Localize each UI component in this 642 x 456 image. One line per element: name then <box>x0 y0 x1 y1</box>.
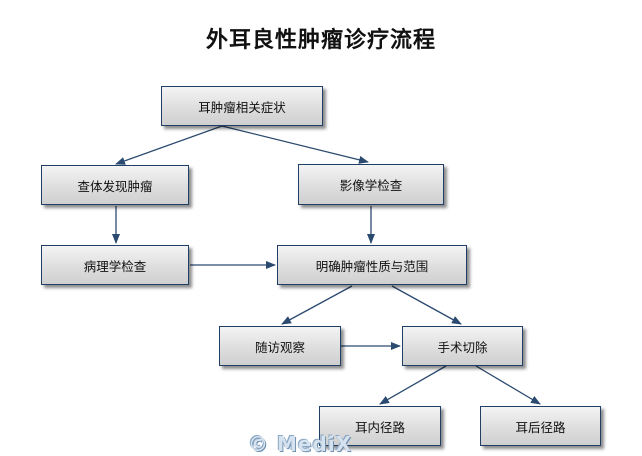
node-internal-approach-label: 耳内径路 <box>354 419 405 435</box>
node-posterior-approach: 耳后径路 <box>480 406 601 446</box>
node-pathology-label: 病理学检查 <box>83 258 147 274</box>
node-physical-exam: 查体发现肿瘤 <box>41 165 189 205</box>
node-imaging-label: 影像学检查 <box>339 178 403 193</box>
node-imaging: 影像学检查 <box>298 164 444 205</box>
node-physical-exam-label: 查体发现肿瘤 <box>77 178 153 194</box>
node-symptoms-label: 耳肿瘤相关症状 <box>198 99 286 115</box>
edge-symptoms-to-imaging <box>221 125 369 164</box>
edge-surgery-to-internal-approach <box>379 365 447 405</box>
node-surgery: 手术切除 <box>402 326 523 366</box>
node-internal-approach: 耳内径路 <box>319 406 441 446</box>
watermark-text: © MediX <box>248 432 353 456</box>
node-pathology: 病理学检查 <box>41 245 189 285</box>
edge-symptoms-to-physical-exam <box>115 125 223 165</box>
node-symptoms: 耳肿瘤相关症状 <box>161 86 323 126</box>
node-define-nature-label: 明确肿瘤性质与范围 <box>315 258 429 274</box>
edge-define-nature-to-follow-up <box>281 285 353 325</box>
node-follow-up-label: 随访观察 <box>254 339 305 355</box>
node-surgery-label: 手术切除 <box>437 339 488 355</box>
node-follow-up: 随访观察 <box>219 326 341 366</box>
diagram-title: 外耳良性肿瘤诊疗流程 <box>205 28 436 53</box>
edge-define-nature-to-surgery <box>391 285 462 325</box>
node-posterior-approach-label: 耳后径路 <box>515 419 566 435</box>
node-define-nature: 明确肿瘤性质与范围 <box>277 245 467 285</box>
edge-surgery-to-posterior-approach <box>475 365 541 405</box>
